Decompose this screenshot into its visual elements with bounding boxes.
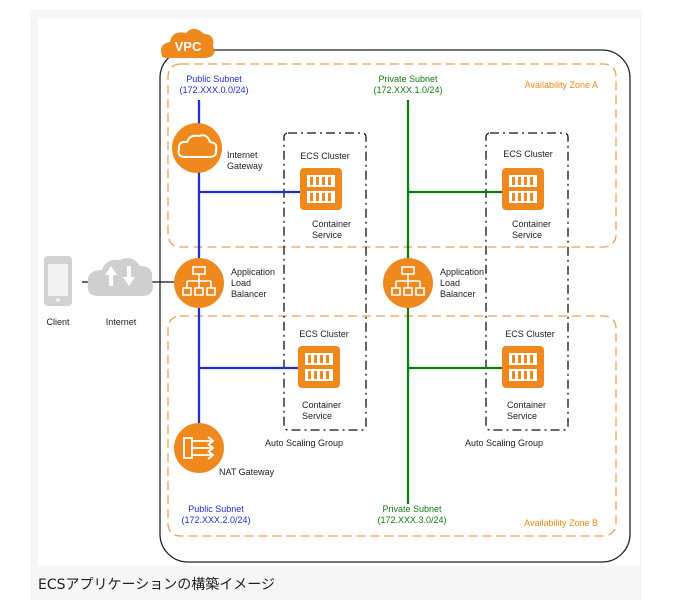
private-subnet-b-name: Private Subnet [382,504,442,514]
alb-private-label-line-1: Application [440,267,484,277]
container-service-label-4-line-1: Container [507,400,546,410]
alb-private-label-line-3: Balancer [440,289,476,299]
container-service-label-2-line-1: Container [512,219,551,229]
ecs-cluster-label-2: ECS Cluster [503,149,553,159]
ecs-container-service-icon-4 [502,346,544,388]
internet-gateway-label-line-1: Internet [227,150,258,160]
container-service-label-3-line-1: Container [302,400,341,410]
vpc-badge: VPC [161,28,215,58]
alb-public-label-line-2: Load [231,278,251,288]
container-service-label-3-line-2: Service [302,411,332,421]
ecs-container-service-icon-2 [502,168,544,210]
auto-scaling-group-2-label: Auto Scaling Group [465,438,543,448]
alb-private-label-line-2: Load [440,278,460,288]
application-load-balancer-private-icon [383,258,433,308]
availability-zone-b [167,315,617,537]
auto-scaling-group-2 [485,132,569,431]
ecs-cluster-label-3: ECS Cluster [299,329,349,339]
application-load-balancer-public-icon [174,258,224,308]
client-label: Client [46,317,70,327]
public-subnet-a-cidr: (172.XXX.0.0/24) [179,85,248,95]
ecs-container-service-icon-1 [300,168,342,210]
private-subnet-b-cidr: (172.XXX.3.0/24) [377,515,446,525]
availability-zone-b-label: Availability Zone B [524,518,598,528]
public-subnet-b-name: Public Subnet [188,504,244,514]
availability-zone-a [167,63,617,248]
nat-gateway-label: NAT Gateway [219,467,275,477]
figure-caption: ECSアプリケーションの構築イメージ [38,577,275,593]
alb-public-label-line-1: Application [231,267,275,277]
availability-zone-a-label: Availability Zone A [525,80,598,90]
container-service-label-4-line-2: Service [507,411,537,421]
ecs-container-service-icon-3 [298,346,340,388]
internet-label: Internet [106,317,137,327]
public-subnet-b-cidr: (172.XXX.2.0/24) [181,515,250,525]
auto-scaling-group-1-label: Auto Scaling Group [265,438,343,448]
container-service-label-1-line-1: Container [312,219,351,229]
private-subnet-a-cidr: (172.XXX.1.0/24) [373,85,442,95]
container-service-label-1-line-2: Service [312,230,342,240]
internet-cloud-icon [87,258,153,296]
private-subnet-a-name: Private Subnet [378,74,438,84]
ecs-cluster-label-4: ECS Cluster [505,329,555,339]
vpc-boundary [159,49,631,563]
internet-gateway-icon [172,123,222,173]
client-device-icon [44,256,72,306]
container-service-label-2-line-2: Service [512,230,542,240]
auto-scaling-group-1 [283,132,367,431]
nat-gateway-icon [174,423,224,473]
vpc-label: VPC [175,39,202,54]
ecs-cluster-label-1: ECS Cluster [300,151,350,161]
internet-gateway-label-line-2: Gateway [227,161,263,171]
public-subnet-a-name: Public Subnet [186,74,242,84]
alb-public-label-line-3: Balancer [231,289,267,299]
